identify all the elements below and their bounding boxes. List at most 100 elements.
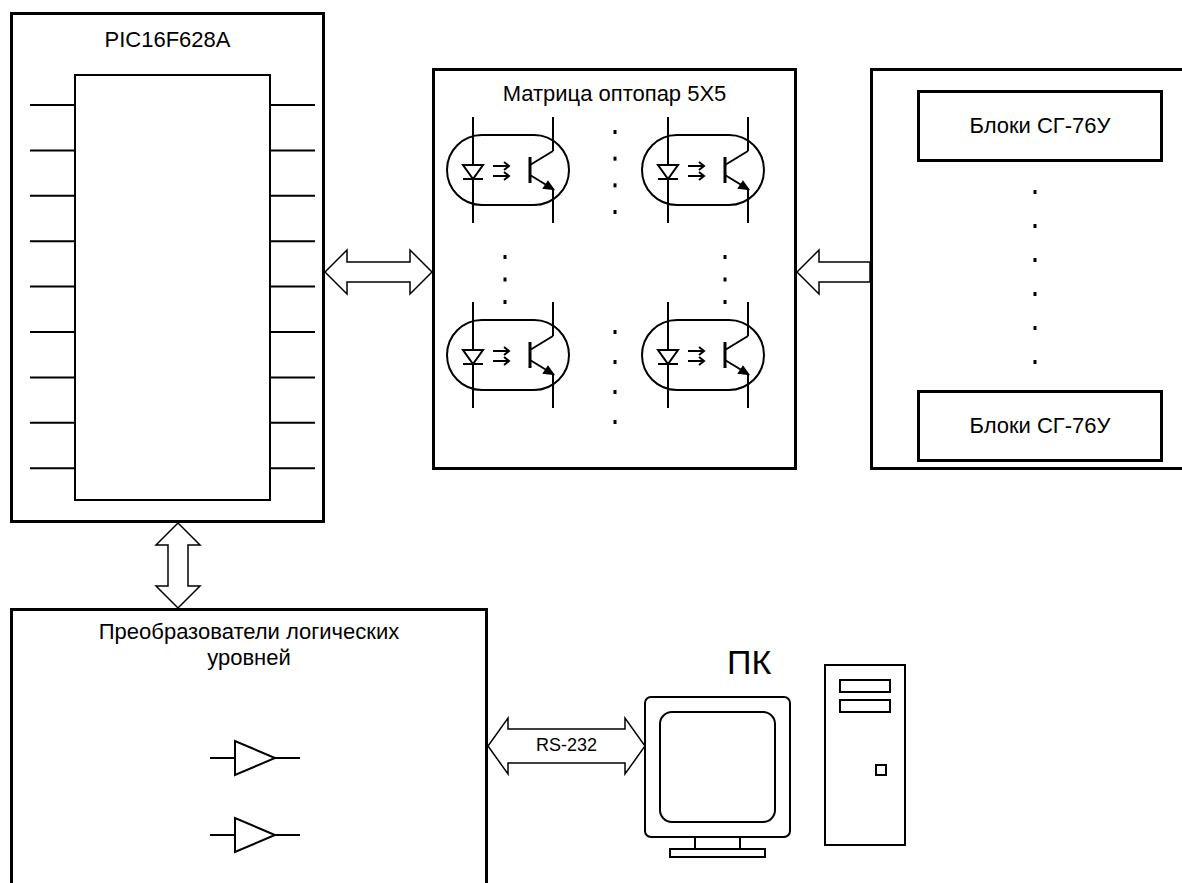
block-label: Блоки СГ-76У [969, 113, 1110, 139]
block-label: Блоки СГ-76У [969, 413, 1110, 439]
light-arrow [699, 357, 704, 365]
microcontroller-box: PIC16F628A [10, 12, 325, 523]
light-arrow [699, 162, 704, 170]
block-arrow [488, 718, 645, 774]
chip-body [75, 75, 270, 500]
chip-pin [30, 104, 75, 106]
ellipsis-dot [1034, 224, 1037, 228]
converter-title: Преобразователи логических уровней [54, 619, 444, 672]
buffer-symbol [235, 818, 275, 852]
optocoupler-symbol [642, 302, 764, 408]
chip-pin [30, 467, 75, 469]
block-box: Блоки СГ-76У [917, 90, 1163, 162]
opto-lead [552, 189, 554, 223]
opto-body [642, 135, 764, 205]
led-symbol [658, 165, 678, 179]
chip-pin [270, 331, 315, 333]
ellipsis-dot [724, 300, 727, 304]
led-symbol [658, 350, 678, 364]
chip-pin [270, 104, 315, 106]
light-arrow [504, 357, 509, 365]
transistor-base [529, 157, 532, 183]
ellipsis-dot [1034, 258, 1037, 262]
chip-pin [270, 195, 315, 197]
led-bar [658, 363, 678, 365]
opto-body [642, 320, 764, 390]
drive-bay [840, 700, 890, 712]
blocks-container: Блоки СГ-76У Блоки СГ-76У [870, 68, 1182, 470]
chip-title: PIC16F628A [105, 27, 231, 53]
pc-node: ПК [645, 642, 910, 857]
transistor-collector [725, 336, 748, 350]
light-arrow [699, 172, 704, 180]
transistor-emitter [725, 360, 748, 374]
transistor-emitter [725, 175, 748, 189]
chip-pin [30, 286, 75, 288]
light-arrow [504, 162, 509, 170]
pc-label: ПК [727, 642, 771, 683]
chip-pin [270, 467, 315, 469]
emitter-arrow [739, 367, 748, 374]
ellipsis-dot [504, 278, 507, 282]
transistor-emitter [530, 360, 553, 374]
transistor-base [724, 157, 727, 183]
chip-pin [30, 422, 75, 424]
opto-lead [747, 302, 749, 336]
opto-lead [552, 374, 554, 408]
light-arrow [504, 347, 509, 355]
monitor-screen [660, 712, 775, 822]
ellipsis-dot [1034, 292, 1037, 296]
chip-pin [30, 149, 75, 151]
transistor-base [724, 342, 727, 368]
transistor-base [529, 342, 532, 368]
ellipsis-dot [614, 157, 617, 161]
ellipsis-dot [1034, 326, 1037, 330]
block-arrow [797, 250, 870, 294]
optocoupler-symbol [642, 117, 764, 223]
ellipsis-dot [1034, 190, 1037, 194]
led-symbol [463, 350, 483, 364]
chip-pin [30, 195, 75, 197]
ellipsis-dot [504, 300, 507, 304]
opto-body [447, 320, 569, 390]
light-arrow [504, 172, 509, 180]
opto-lead [552, 117, 554, 151]
ellipsis-dot [614, 183, 617, 187]
buffer-lead [210, 834, 235, 836]
ellipsis-dot [614, 420, 617, 424]
interface-label: RS-232 [534, 736, 599, 756]
block-arrow [156, 523, 200, 608]
led-bar [658, 178, 678, 180]
power-button [876, 765, 886, 775]
opto-lead [552, 302, 554, 336]
optocoupler-matrix-box: Матрица оптопар 5Х5 [432, 68, 797, 470]
ellipsis-dot [724, 255, 727, 259]
transistor-collector [530, 336, 553, 350]
drive-bay [840, 680, 890, 692]
led-bar [463, 363, 483, 365]
block-box: Блоки СГ-76У [917, 390, 1163, 462]
chip-pin [270, 286, 315, 288]
buffer-lead [275, 757, 300, 759]
opto-lead [747, 117, 749, 151]
converter-box: Преобразователи логических уровней [10, 608, 488, 883]
monitor-stand [670, 849, 765, 857]
emitter-arrow [739, 182, 748, 189]
optocoupler-symbol [447, 117, 569, 223]
pc-tower [825, 665, 905, 845]
chip-pin [270, 376, 315, 378]
ellipsis-dot [1034, 360, 1037, 364]
transistor-emitter [530, 175, 553, 189]
matrix-title: Матрица оптопар 5Х5 [503, 81, 727, 107]
ellipsis-dot [614, 210, 617, 214]
ellipsis-dot [724, 278, 727, 282]
chip-pin [270, 422, 315, 424]
ellipsis-dot [614, 390, 617, 394]
chip-pin [30, 331, 75, 333]
transistor-collector [725, 151, 748, 165]
led-symbol [463, 165, 483, 179]
opto-body [447, 135, 569, 205]
ellipsis-dot [614, 360, 617, 364]
emitter-arrow [544, 182, 553, 189]
chip-pin [270, 240, 315, 242]
